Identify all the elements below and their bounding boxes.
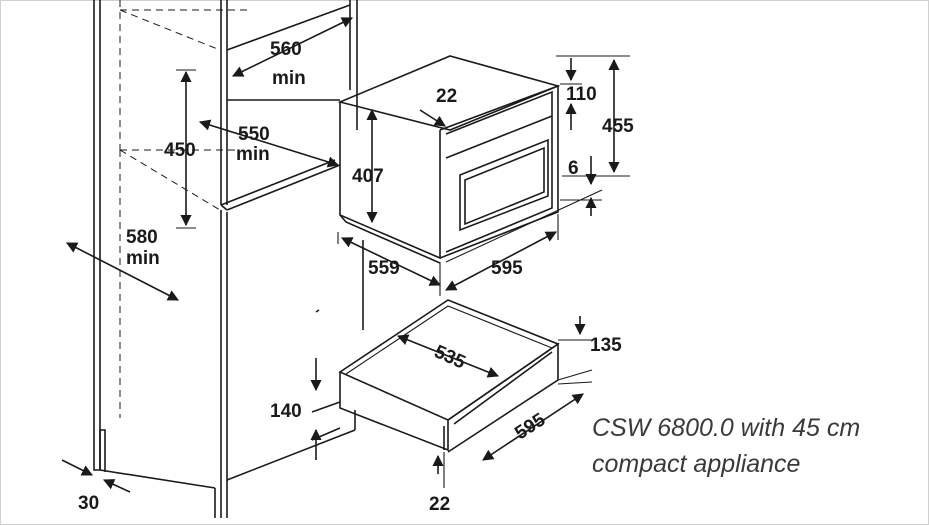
drawer-height-value: 135 (590, 335, 622, 356)
oven-bottom-gap-value: 6 (568, 158, 579, 179)
drawer-front-offset-value: 22 (429, 494, 450, 515)
niche-depth-unit: min (236, 144, 270, 165)
niche-height-value: 450 (164, 140, 196, 161)
niche-width-value: 560 (270, 39, 302, 60)
oven-width-value: 595 (491, 258, 523, 279)
niche-width-unit: min (272, 68, 306, 89)
drawer-niche-height-value: 140 (270, 401, 302, 422)
cabinet-depth-value: 580 (126, 227, 158, 248)
dimension-lines (61, 17, 630, 493)
niche-depth-value: 550 (238, 124, 270, 145)
product-caption: CSW 6800.0 with 45 cm compact appliance (592, 410, 922, 482)
oven-top-gap-value: 110 (566, 84, 597, 105)
dimension-labels: 560 min 450 550 min 580 min 30 22 407 55… (78, 39, 634, 515)
cabinet-depth-unit: min (126, 248, 160, 269)
caption-line-2: compact appliance (592, 450, 801, 478)
caption-line-1: CSW 6800.0 with 45 cm (592, 414, 861, 442)
drawer-depth-value: 535 (431, 341, 469, 373)
oven-front-offset-value: 22 (436, 86, 457, 107)
oven-total-height-value: 455 (602, 116, 634, 137)
oven-height-value: 407 (352, 166, 384, 187)
oven-depth-value: 559 (368, 258, 400, 279)
drawer-width-value: 595 (511, 409, 549, 444)
plinth-offset-value: 30 (78, 493, 99, 514)
